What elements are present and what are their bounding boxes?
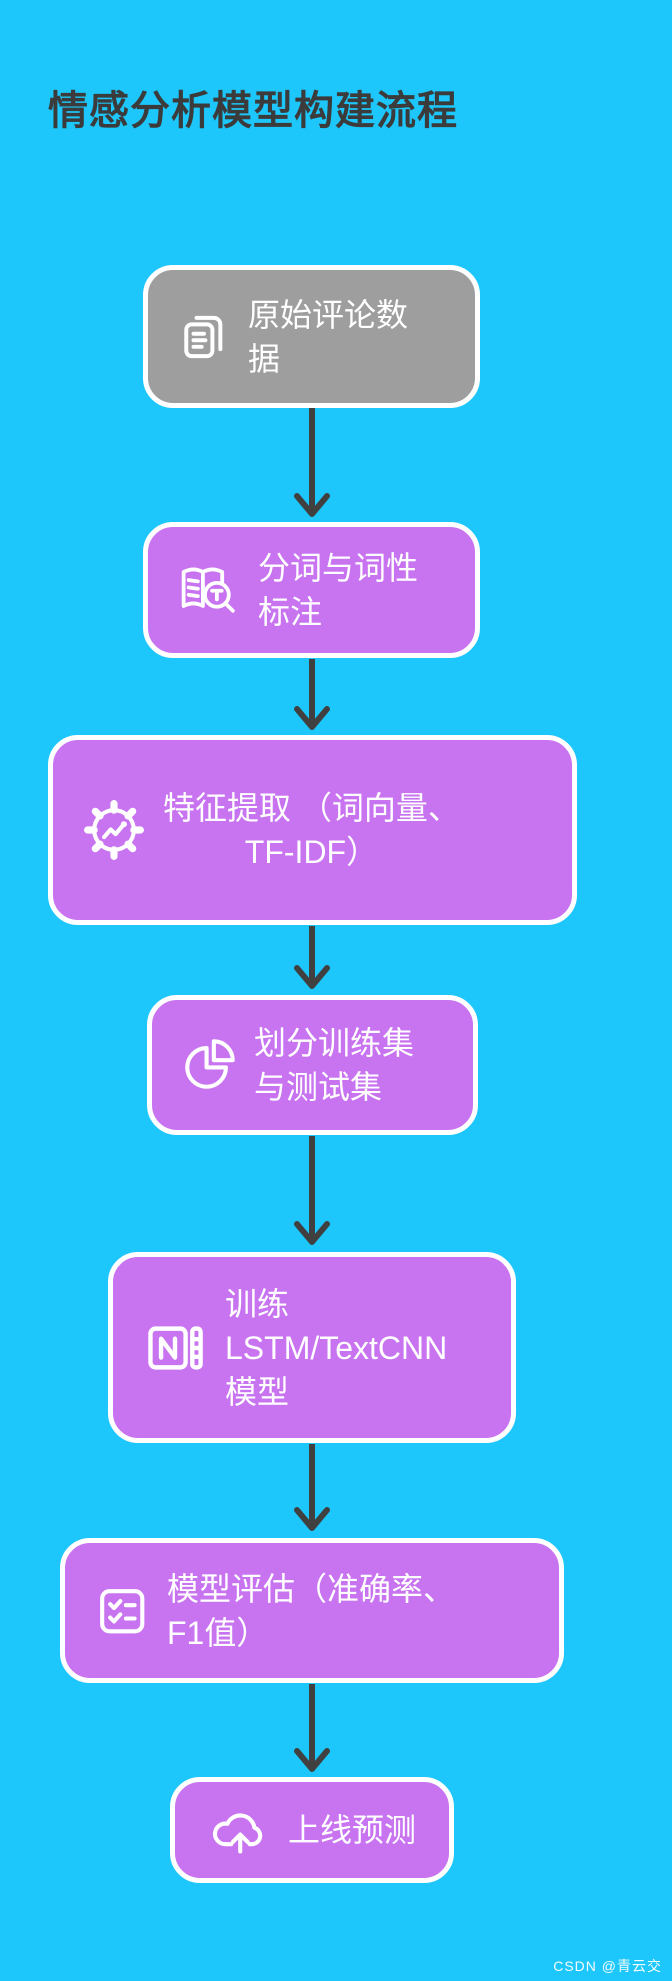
- flow-arrow: [294, 1444, 330, 1531]
- flow-node-label: 原始评论数 据: [248, 296, 409, 377]
- flow-node-split-datasets: 划分训练集 与测试集: [147, 995, 478, 1135]
- flow-arrow: [294, 926, 330, 989]
- flow-node-label: 特征提取 （词向量、 TF-IDF）: [163, 790, 460, 870]
- pie-chart-icon: [180, 1036, 238, 1094]
- flow-node-raw-data: 原始评论数 据: [143, 265, 480, 408]
- book-search-icon: [176, 559, 242, 621]
- checklist-icon: [93, 1582, 151, 1640]
- flow-arrow: [294, 659, 330, 730]
- diagram-title: 情感分析模型构建流程: [48, 89, 458, 133]
- flow-arrow: [294, 408, 330, 517]
- flow-node-label: 上线预测: [287, 1812, 416, 1848]
- flow-node-label: 训练 LSTM/TextCNN 模型: [225, 1285, 448, 1410]
- flow-node-deploy-predict: 上线预测: [170, 1777, 454, 1883]
- flow-node-label: 分词与词性 标注: [258, 550, 419, 630]
- flow-node-label: 模型评估（准确率、 F1值）: [167, 1570, 456, 1651]
- copy-documents-icon: [176, 309, 232, 365]
- flow-node-feature-extraction: 特征提取 （词向量、 TF-IDF）: [48, 735, 577, 925]
- gear-chart-icon: [81, 797, 147, 863]
- cloud-upload-icon: [208, 1802, 272, 1858]
- flow-arrow: [294, 1136, 330, 1245]
- flow-node-label: 划分训练集 与测试集: [254, 1025, 415, 1105]
- flow-node-segmentation: 分词与词性 标注: [143, 522, 480, 658]
- notebook-n-icon: [141, 1317, 209, 1379]
- flow-node-evaluation: 模型评估（准确率、 F1值）: [60, 1538, 564, 1683]
- watermark: CSDN @青云交: [553, 1958, 662, 1974]
- flow-arrow: [294, 1684, 330, 1772]
- flow-node-train-model: 训练 LSTM/TextCNN 模型: [108, 1252, 516, 1443]
